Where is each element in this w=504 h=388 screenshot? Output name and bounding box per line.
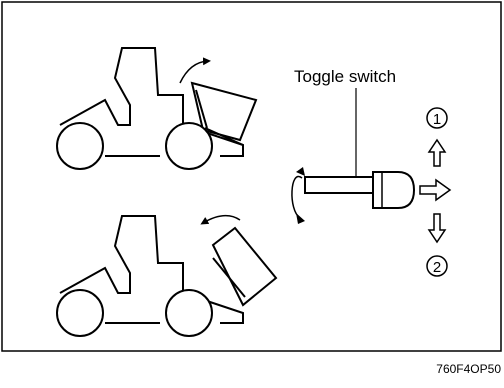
machine-tilted-up <box>56 47 258 170</box>
toggle-switch-label: Toggle switch <box>294 67 396 86</box>
figure-border <box>1 1 502 352</box>
position-1-marker <box>426 107 448 129</box>
rotate-forward-arrow-icon <box>179 57 211 84</box>
cargo-deck-lowered <box>211 226 278 307</box>
front-wheel <box>165 122 213 170</box>
position-1-label: 1 <box>433 111 441 128</box>
machine-tilted-down <box>56 214 278 337</box>
cargo-deck-raised <box>190 81 258 142</box>
arrow-right-icon <box>419 178 452 202</box>
arrow-down-icon <box>427 213 447 244</box>
rotate-back-arrow-icon <box>200 214 241 225</box>
rotation-arc-icon <box>291 175 303 219</box>
figure-code: 760F4OP50 <box>436 362 501 376</box>
switch-knob <box>372 171 416 209</box>
arrow-up-icon <box>427 138 447 167</box>
switch-lever <box>304 176 374 194</box>
front-wheel <box>165 289 213 337</box>
rear-wheel <box>56 122 104 170</box>
toggle-switch <box>291 167 416 224</box>
position-2-label: 2 <box>433 259 441 276</box>
rear-wheel <box>56 289 104 337</box>
position-2-marker <box>426 255 448 277</box>
